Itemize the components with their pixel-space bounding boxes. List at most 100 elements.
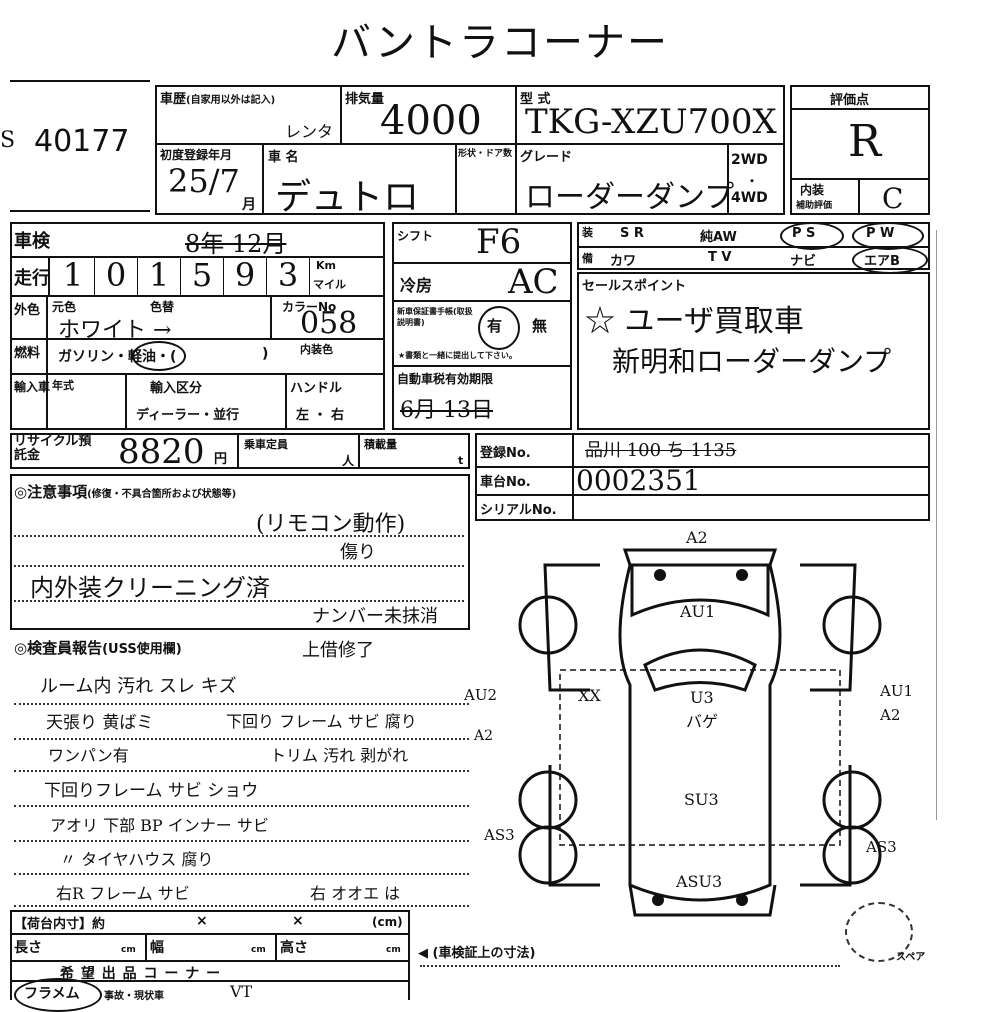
inspector-line: 〃 タイヤハウス 腐り <box>60 850 214 869</box>
manual-no: 無 <box>532 317 548 335</box>
first-reg-unit: 月 <box>242 197 256 213</box>
serial-no-label: シリアルNo. <box>480 503 557 518</box>
color-code-label: カラーNo <box>282 300 337 314</box>
side-note-rule <box>936 230 947 820</box>
equip-ps-circle <box>780 222 844 250</box>
notes-line: 傷り <box>340 542 376 563</box>
mileage-digit: 5 <box>181 256 224 296</box>
shape-label: 形状・ドア数 <box>458 149 513 159</box>
cargo-x1: × <box>196 913 208 929</box>
capacity-label: 乗車定員 <box>244 438 288 451</box>
lot-prefix: S <box>0 128 16 153</box>
chassis-no-label: 車台No. <box>480 475 531 490</box>
notes-block <box>10 474 470 630</box>
score-block <box>790 85 930 215</box>
dim-unit: cm <box>121 945 136 955</box>
model-value: TKG-XZU700X <box>525 102 777 142</box>
spec-block <box>10 222 385 430</box>
registration-block <box>475 433 930 521</box>
interior-sublabel: 補助評価 <box>796 201 833 211</box>
mileage-digit: 1 <box>52 256 95 296</box>
equip-item: S R <box>620 226 644 241</box>
import-handle-label: ハンドル <box>290 381 343 396</box>
damage-label: U3 <box>690 688 714 707</box>
damage-label: AU1 <box>880 682 914 700</box>
equip-airbag-circle <box>852 246 928 274</box>
import-label: 輸入車 <box>14 380 51 394</box>
damage-label: ASU3 <box>676 872 723 891</box>
fuel-label: 燃料 <box>14 346 41 361</box>
history-value: レンタ <box>285 122 334 141</box>
mileage-digit: 0 <box>95 256 138 296</box>
inspector-line: アオリ 下部 BP インナー サビ <box>50 816 269 835</box>
inspector-line: トリム 汚れ 剥がれ <box>270 746 409 765</box>
displacement-value: 4000 <box>380 98 482 144</box>
page-title: バントラコーナー <box>331 20 669 66</box>
color-code: 058 <box>300 306 358 341</box>
equip-item: T V <box>708 250 732 265</box>
displacement-label: 排気量 <box>345 92 385 107</box>
score-value: R <box>848 116 882 167</box>
sales-point-line1: ☆ ユーザ買取車 <box>585 304 804 339</box>
damage-label: A2 <box>474 728 494 744</box>
manual-label: 新車保証書手帳(取扱説明書) <box>397 307 473 327</box>
inspector-line: 天張り 黄ばミ <box>46 713 154 733</box>
spare-label: スペア <box>896 952 926 963</box>
interior-value: C <box>882 182 904 215</box>
footer-accident: 事故・現状車 <box>104 991 164 1002</box>
inspector-line: 右 オオエ は <box>310 884 401 903</box>
import-year-label: 年式 <box>52 379 74 392</box>
shift-block <box>392 222 572 430</box>
notes-line: (リモコン動作) <box>256 512 406 537</box>
recycle-block <box>10 433 470 469</box>
first-reg-label: 初度登録年月 <box>160 148 233 162</box>
import-kbn-value: ディーラー・並行 <box>136 408 240 423</box>
inspector-line: ルーム内 汚れ スレ キズ <box>40 676 237 697</box>
inspector-line: 下回りフレーム サビ ショウ <box>44 781 259 801</box>
sales-point-line2: 新明和ローダーダンプ <box>612 345 892 378</box>
sales-point-label: セールスポイント <box>582 279 687 294</box>
notes-line: 内外装クリーニング済 <box>30 574 270 602</box>
shift-label: シフト <box>397 229 434 243</box>
fuel-close: ) <box>262 346 269 362</box>
mileage-unit-km: Km <box>316 259 336 272</box>
equip-item: ナビ <box>790 254 817 269</box>
capacity-unit: 人 <box>342 454 355 468</box>
equip-item: 備 <box>582 252 593 265</box>
footer-mark: VT <box>230 982 253 1001</box>
reg-no-label: 登録No. <box>480 446 531 461</box>
grade-value: ローダーダンプ <box>525 180 735 215</box>
mileage-label: 走行 <box>14 268 50 289</box>
damage-label: AS3 <box>484 826 515 844</box>
grade-label: グレード <box>520 150 573 165</box>
shift-value: F6 <box>476 222 522 262</box>
damage-label: A2 <box>686 528 708 547</box>
tax-value: 6月 13日 <box>400 398 493 423</box>
dim-height: 高さ <box>280 940 308 956</box>
model-label: 型 式 <box>520 92 551 107</box>
damage-label: A2 <box>880 706 901 724</box>
load-unit: t <box>458 454 464 467</box>
footer-frame-circle <box>14 978 102 1012</box>
drive-4wd: 4WD <box>731 190 768 206</box>
dim-unit: cm <box>386 945 401 955</box>
import-handle-value: 左 ・ 右 <box>296 408 345 423</box>
import-kbn-label: 輸入区分 <box>150 381 203 396</box>
color-label: 外色 <box>14 303 41 318</box>
first-reg-value: 25/7 <box>168 162 240 200</box>
cargo-label: 【荷台内寸】約 <box>14 917 106 932</box>
interior-label: 内装 <box>800 183 825 197</box>
dim-length: 長さ <box>14 940 42 956</box>
fuel-circle-mark <box>132 341 186 371</box>
equip-item: 純AW <box>700 230 737 245</box>
aircon-value: AC <box>508 262 559 302</box>
car-name-label: 車 名 <box>268 150 299 165</box>
manual-note: ★書類と一緒に提出して下さい。 <box>398 351 517 360</box>
mileage-unit-mile: マイル <box>313 278 346 291</box>
shaken-label: 車検 <box>14 231 50 252</box>
recycle-value: 8820 <box>118 432 205 472</box>
header-block <box>155 85 785 215</box>
footer-label: 希 望 出 品 コ ー ナ ー <box>60 966 222 982</box>
dims-note: ◀ (車検証上の寸法) <box>418 946 536 961</box>
recycle-label: リサイクル預託金 <box>14 434 92 463</box>
